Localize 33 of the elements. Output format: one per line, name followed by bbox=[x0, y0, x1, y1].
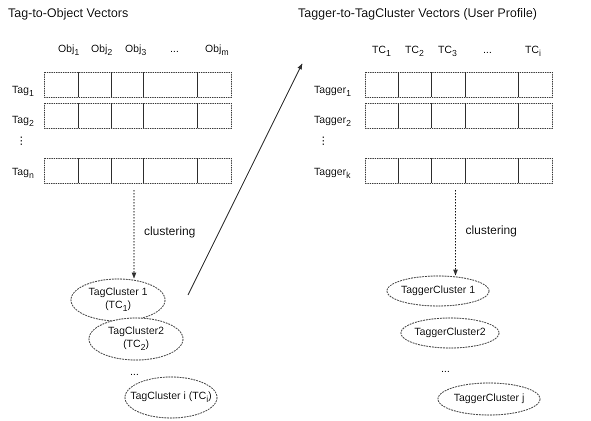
cluster-ellipse: TaggerCluster 1 bbox=[386, 275, 490, 307]
row-header: Tagger$_{1}$ bbox=[314, 85, 351, 98]
column-header: TC$_{i}$ bbox=[525, 45, 541, 58]
cluster-ellipse: TagCluster2 (TC$_{2}$) bbox=[88, 317, 184, 361]
matrix-title: Tagger-to-TagCluster Vectors (User Profile) bbox=[298, 6, 537, 20]
cluster-ellipse: TagCluster i (TC$_{i}$) bbox=[124, 376, 218, 419]
column-header: ... bbox=[483, 45, 492, 56]
column-header: TC$_{3}$ bbox=[438, 45, 457, 58]
cluster-ellipse: TaggerCluster2 bbox=[400, 317, 500, 349]
row-header: Tag$_{2}$ bbox=[12, 115, 34, 128]
row-header: ⋮ bbox=[318, 136, 329, 146]
row-header: Tag$_{n}$ bbox=[12, 167, 34, 180]
ellipsis: ... bbox=[441, 364, 450, 374]
arrow bbox=[132, 190, 136, 279]
column-header: Obj$_{m}$ bbox=[205, 44, 229, 57]
column-header: ... bbox=[170, 44, 179, 54]
row-header: ⋮ bbox=[16, 136, 27, 146]
row-header: Tagger$_{2}$ bbox=[314, 115, 351, 128]
edge-label: clustering bbox=[144, 224, 196, 238]
column-header: Obj$_{3}$ bbox=[125, 44, 146, 57]
arrow bbox=[453, 190, 458, 276]
ellipsis: ... bbox=[130, 367, 139, 378]
row-header: Tag$_{1}$ bbox=[12, 85, 34, 98]
arrow bbox=[188, 63, 302, 296]
edge-label: clustering bbox=[466, 222, 517, 236]
cluster-ellipse: TaggerCluster j bbox=[437, 382, 541, 416]
column-header: Obj$_{2}$ bbox=[91, 44, 112, 57]
column-header: TC$_{2}$ bbox=[405, 45, 424, 58]
cluster-ellipse: TagCluster 1 (TC$_{1}$) bbox=[70, 278, 166, 322]
column-header: TC$_{1}$ bbox=[372, 45, 391, 58]
column-header: Obj$_{1}$ bbox=[58, 44, 80, 57]
row-header: Tagger$_{k}$ bbox=[314, 167, 350, 180]
matrix-title: Tag-to-Object Vectors bbox=[8, 6, 128, 20]
